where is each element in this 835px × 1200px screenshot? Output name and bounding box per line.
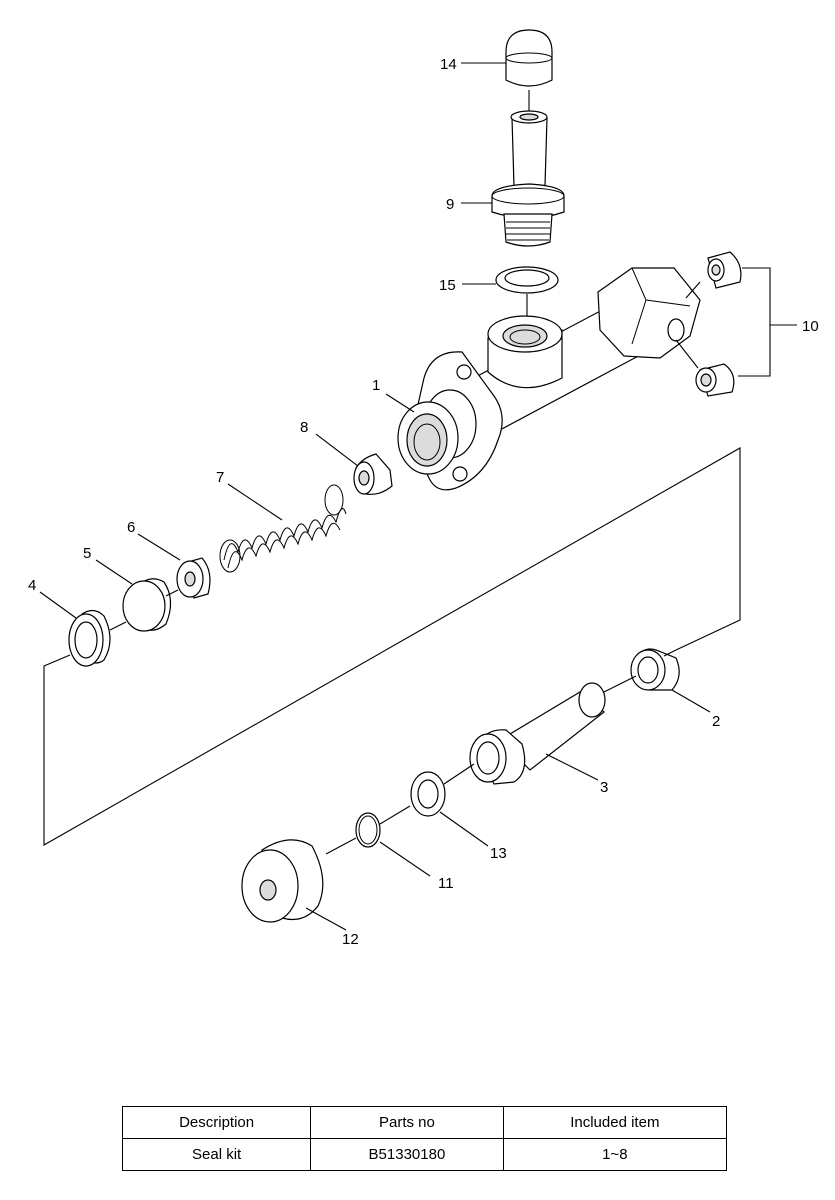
- part-12-boot: [241, 839, 324, 923]
- callout-10: 10: [802, 318, 819, 335]
- callout-6: 6: [127, 519, 135, 536]
- callout-12: 12: [342, 931, 359, 948]
- callout-4: 4: [28, 577, 36, 594]
- callout-5: 5: [83, 545, 91, 562]
- header-description: Description: [121, 1106, 312, 1139]
- header-parts-no: Parts no: [310, 1106, 504, 1139]
- table-row: Seal kit B51330180 1~8: [121, 1138, 728, 1171]
- callouts: 14 9 15 10 1 8 7 6 5 4 2 3 13 11 12: [28, 56, 819, 948]
- part-4-ring: [68, 609, 111, 667]
- part-11-oring: [355, 812, 381, 848]
- callout-15: 15: [439, 277, 456, 294]
- cell-included-item: 1~8: [502, 1138, 728, 1171]
- leader-lines: [39, 62, 711, 931]
- part-5-piston-cup: [122, 578, 172, 632]
- part-3-piston: [469, 682, 606, 785]
- part-10-bleeder: [675, 251, 797, 397]
- parts-table: Description Parts no Included item Seal …: [121, 1106, 728, 1171]
- part-2-bushing: [630, 648, 680, 691]
- header-included-item: Included item: [502, 1106, 728, 1139]
- part-7-spring: [219, 484, 347, 573]
- callout-3: 3: [600, 779, 608, 796]
- callout-2: 2: [712, 713, 720, 730]
- callout-1: 1: [372, 377, 380, 394]
- part-15-washer: [495, 266, 559, 318]
- callout-7: 7: [216, 469, 224, 486]
- part-9-fitting: [491, 110, 565, 247]
- cell-parts-no: B51330180: [310, 1138, 504, 1171]
- part-1-cylinder-body: [397, 267, 701, 491]
- cell-description: Seal kit: [121, 1138, 312, 1171]
- part-8-cup: [353, 453, 393, 495]
- connector-lines: [109, 589, 677, 855]
- callout-14: 14: [440, 56, 457, 73]
- table-header-row: Description Parts no Included item: [121, 1106, 728, 1139]
- part-13-washer: [410, 771, 446, 817]
- part-14-cap: [505, 29, 553, 112]
- assembly-lines: [43, 447, 741, 846]
- callout-13: 13: [490, 845, 507, 862]
- callout-8: 8: [300, 419, 308, 436]
- part-6-seal: [176, 557, 211, 599]
- callout-9: 9: [446, 196, 454, 213]
- callout-11: 11: [438, 875, 454, 892]
